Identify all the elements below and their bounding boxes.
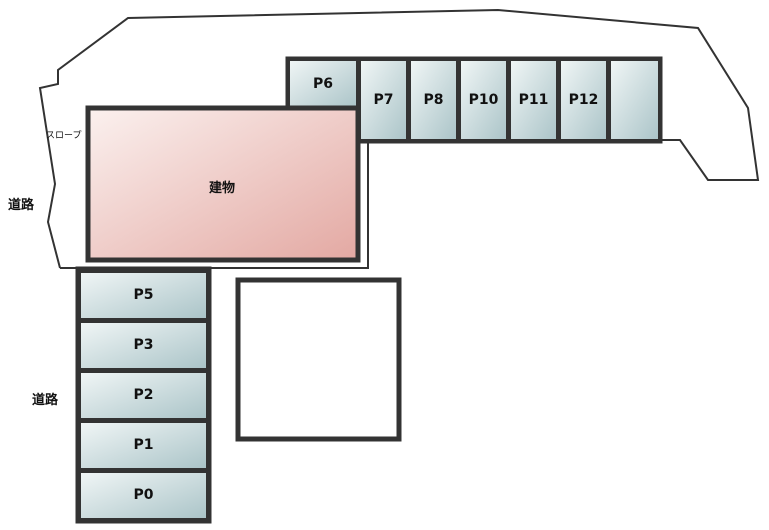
parking-spot-label: P5 xyxy=(133,287,154,303)
site-boundary xyxy=(38,8,760,269)
parking-spot-label: P2 xyxy=(133,387,154,403)
parking-spot-label: P6 xyxy=(312,76,333,92)
parking-spot-top-2 xyxy=(407,57,460,143)
parking-spots-top xyxy=(286,57,662,143)
parking-spot-left-1 xyxy=(77,319,210,372)
parking-spot-label: P8 xyxy=(423,92,444,108)
parking-spot-label: P0 xyxy=(133,487,154,503)
parking-spot-left-4 xyxy=(77,469,210,522)
parking-spot-top-6 xyxy=(607,57,662,143)
parking-spot-label: P12 xyxy=(568,92,599,108)
parking-spot-label: P1 xyxy=(133,437,154,453)
building xyxy=(85,105,361,263)
parking-spot-label: P10 xyxy=(468,92,499,108)
road-label-lower: 道路 xyxy=(32,393,59,408)
road-label-upper: 道路 xyxy=(8,198,35,213)
parking-spot-label: P3 xyxy=(133,337,154,353)
parking-spot-top-3 xyxy=(457,57,510,143)
slope-label: スロープ xyxy=(46,131,82,141)
empty-area xyxy=(235,277,402,442)
parking-spot-top-0 xyxy=(286,57,360,111)
parking-spot-left-3 xyxy=(77,419,210,472)
parking-spot-label: P7 xyxy=(373,92,394,108)
parking-spot-left-0 xyxy=(77,269,210,322)
parking-spots-left xyxy=(77,269,210,522)
parking-spot-label: P11 xyxy=(518,92,549,108)
building-label: 建物 xyxy=(209,181,236,196)
